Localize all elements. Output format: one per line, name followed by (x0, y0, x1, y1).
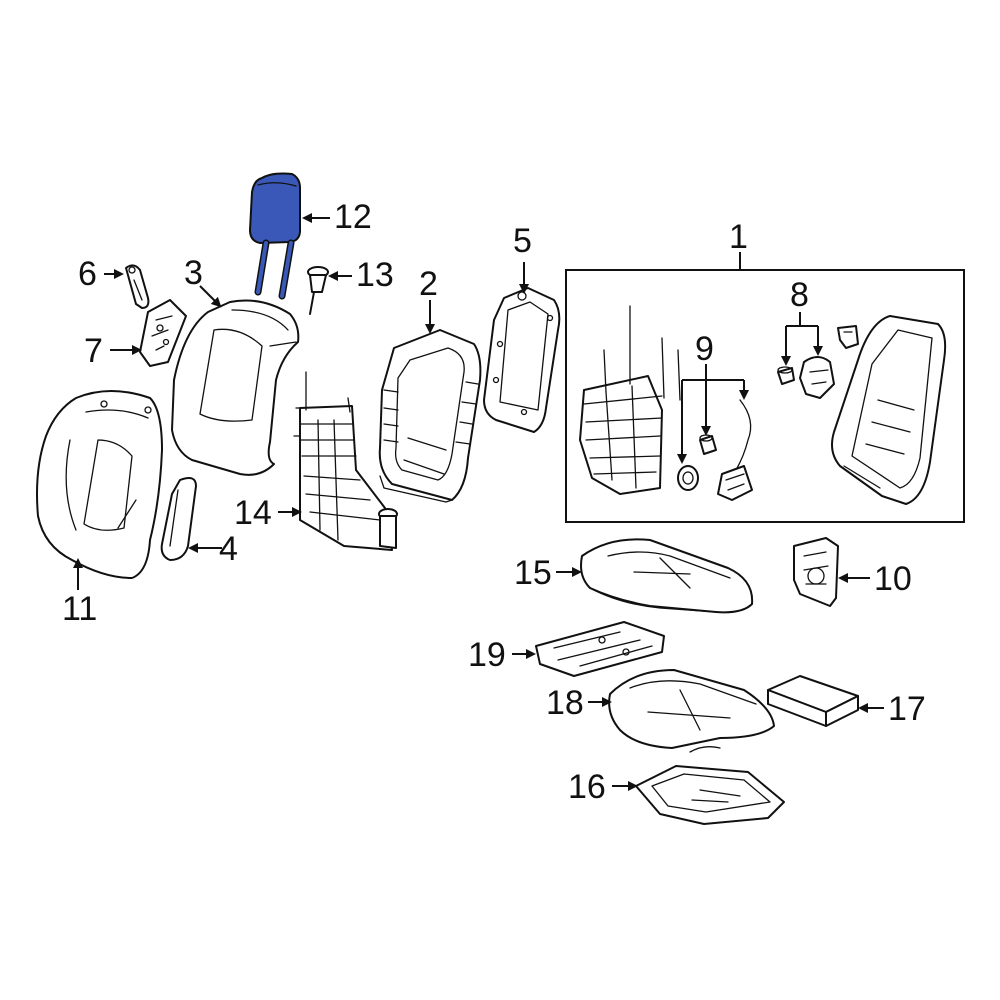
part-19-seat-insert[interactable] (535, 621, 665, 677)
callout-1: 1 (729, 218, 748, 256)
callout-16: 16 (568, 768, 606, 806)
callout-15: 15 (514, 554, 552, 592)
callout-19: 19 (468, 636, 506, 674)
part-9-plug[interactable] (699, 434, 717, 455)
part-16-seat-pan[interactable] (635, 765, 785, 825)
callout-12: 12 (334, 198, 372, 236)
callout-10: 10 (874, 560, 912, 598)
part-11-backrest-pad[interactable] (36, 390, 163, 579)
callout-5: 5 (513, 222, 532, 260)
part-1-seat-back-frame[interactable] (831, 315, 947, 505)
part-3-backrest-cover[interactable] (171, 299, 300, 476)
callout-7: 7 (84, 332, 103, 370)
headrest-cushion[interactable] (248, 172, 301, 245)
callout-4: 4 (219, 530, 238, 568)
part-18-seat-pad[interactable] (608, 669, 775, 753)
part-17-block[interactable] (767, 675, 859, 727)
callout-13: 13 (356, 256, 394, 294)
callout-3: 3 (184, 254, 203, 292)
callout-18: 18 (546, 684, 584, 722)
part-14-lumbar-frame[interactable] (293, 371, 398, 551)
part-8-screw[interactable] (777, 366, 795, 385)
part-15-seat-cover[interactable] (580, 538, 754, 614)
part-8-bracket[interactable] (799, 356, 835, 399)
callout-8: 8 (790, 276, 809, 314)
part-9-cable-motor[interactable] (717, 399, 753, 501)
part-12-headrest[interactable] (248, 172, 301, 300)
callout-17: 17 (888, 690, 926, 728)
callout-11: 11 (62, 590, 97, 628)
part-5-back-panel[interactable] (483, 287, 561, 433)
callouts: 1 2 3 4 5 6 7 8 9 10 11 12 13 14 15 16 1… (62, 198, 926, 806)
leader-lines (73, 213, 884, 791)
callout-14: 14 (234, 494, 272, 532)
part-9-grommet[interactable] (677, 465, 699, 491)
part-10-side-cover[interactable] (793, 537, 839, 607)
part-4-side-panel[interactable] (160, 477, 197, 561)
part-8-clip[interactable] (837, 325, 859, 349)
part-1-assembly-box (565, 269, 965, 523)
part-6-bracket[interactable] (125, 264, 150, 309)
callout-2: 2 (419, 265, 438, 303)
callout-9: 9 (695, 330, 714, 368)
callout-6: 6 (78, 255, 97, 293)
part-13-headrest-guide[interactable] (307, 266, 329, 315)
part-7-side-bracket[interactable] (139, 299, 187, 367)
part-2-backrest-frame[interactable] (378, 329, 482, 503)
part-1-inner-frame[interactable] (579, 305, 681, 495)
